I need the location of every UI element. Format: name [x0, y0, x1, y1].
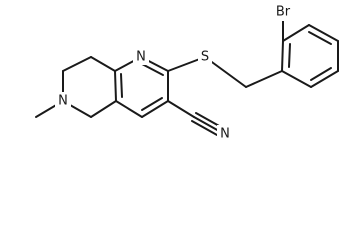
bond-ar5-ar6-inner — [310, 67, 332, 81]
atom-labels: Br S N N N — [55, 4, 296, 142]
bond-ar3-ar4-inner — [308, 31, 332, 45]
bond-ch2-ar — [245, 70, 283, 88]
bonds — [35, 18, 339, 136]
atom-label-s: S — [201, 50, 209, 65]
atom-label-n-nitrile: N — [220, 127, 230, 142]
atom-bromine: Br — [270, 4, 296, 21]
atom-nitrile-nitrogen: N — [217, 125, 233, 142]
bond-nitrile-triple-2 — [195, 112, 222, 128]
bond-nitrile-triple-1 — [193, 116, 220, 132]
bond-c3-c4 — [141, 100, 169, 118]
bond-c4-c4a — [115, 100, 143, 118]
atom-label-n1: N — [136, 50, 146, 65]
atom-sulfur: S — [198, 48, 212, 65]
bond-nitrile-triple-3 — [191, 120, 218, 136]
bond-ar5-ar6 — [310, 70, 339, 88]
bond-c8a-c8 — [90, 56, 116, 72]
bond-c3-c4-inner — [141, 97, 163, 111]
bond-ar3-ar4 — [308, 24, 339, 42]
bond-c5-c4a — [90, 100, 117, 118]
bond-ar1-ar2 — [281, 40, 284, 72]
bond-ar1-ar2-inner — [288, 43, 291, 68]
bond-c8-c7 — [62, 56, 92, 72]
atom-nitrogen-1: N — [133, 48, 149, 65]
atom-label-br: Br — [276, 5, 291, 20]
atom-nitrogen-6: N — [55, 92, 71, 109]
bond-c4a-c8a — [114, 70, 117, 102]
bond-n1-c2-inner — [141, 63, 164, 76]
bond-ar2-ar3 — [282, 24, 310, 42]
bond-c4a-c8a-inner — [120, 73, 123, 98]
bond-c3-cn — [167, 100, 195, 118]
atom-label-n6: N — [58, 94, 68, 109]
bond-ar6-ar1 — [281, 70, 312, 88]
molecule-diagram: Br S N N N — [35, 4, 339, 142]
